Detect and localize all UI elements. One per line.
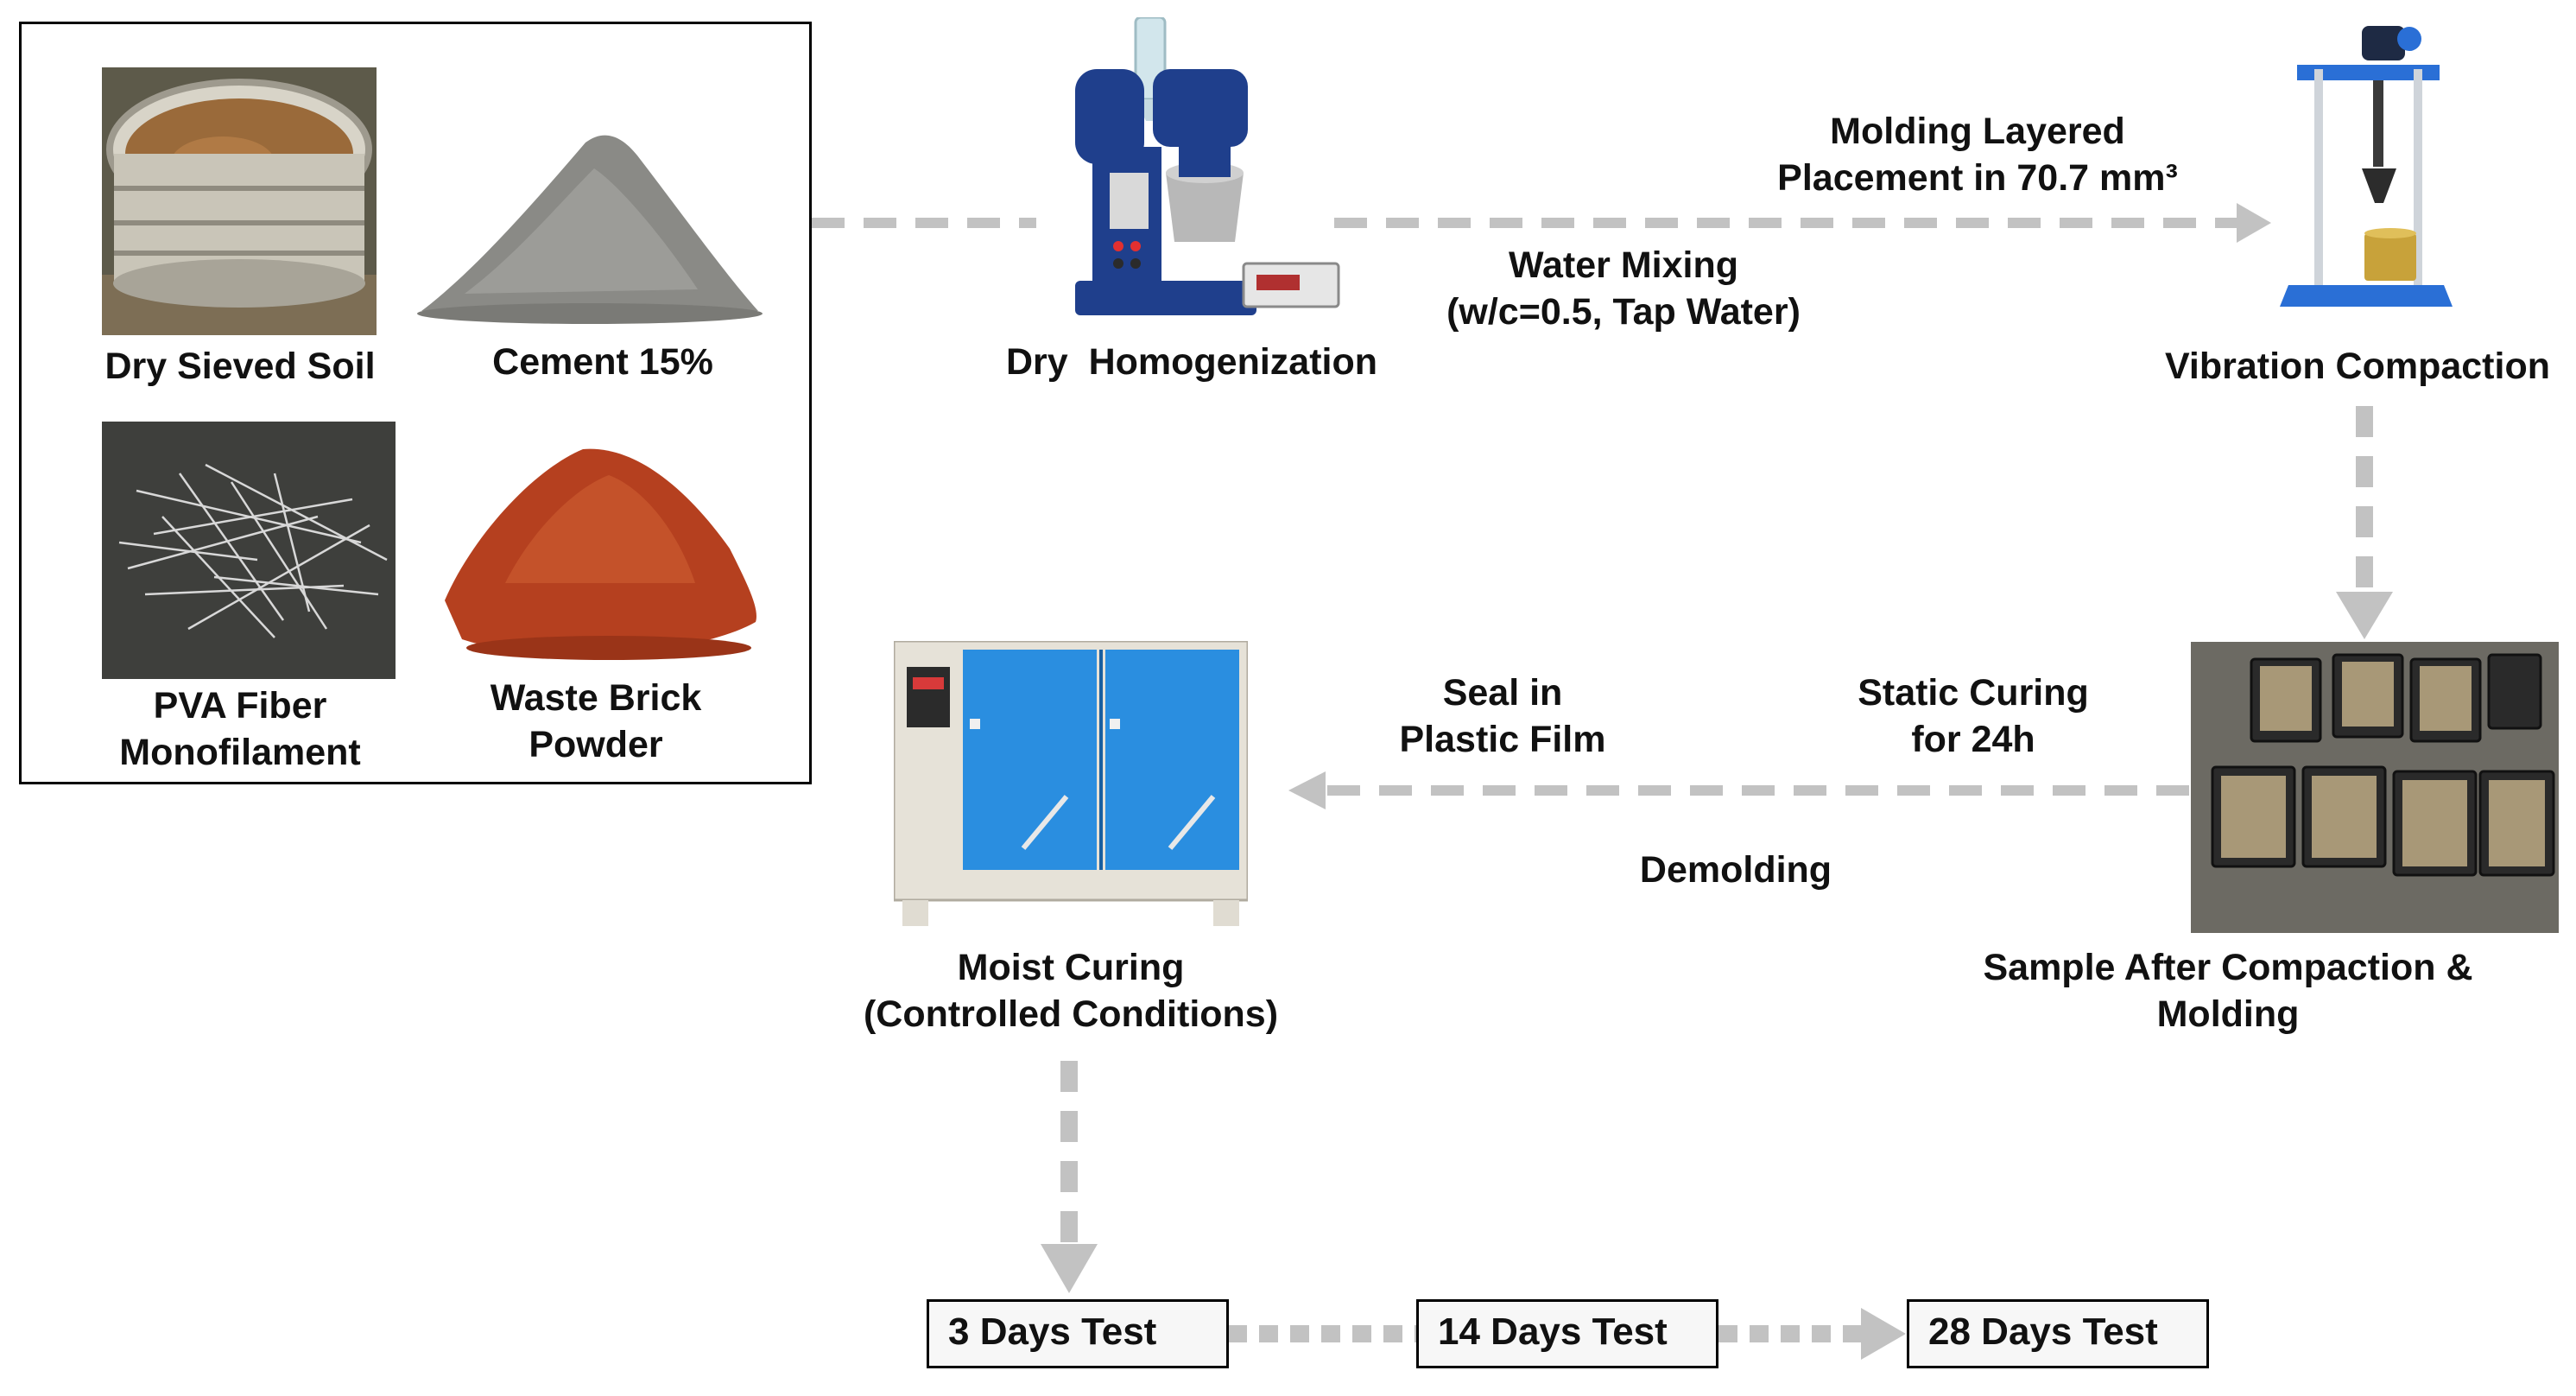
test-3-days: 3 Days Test xyxy=(927,1299,1229,1368)
seal-line1: Seal in xyxy=(1442,672,1563,714)
moist-curing-line1: Moist Curing xyxy=(957,947,1185,988)
vibration-compaction-label: Vibration Compaction xyxy=(2165,346,2550,387)
moist-curing-line2: (Controlled Conditions) xyxy=(863,993,1279,1035)
demolding-label: Demolding xyxy=(1639,849,1832,891)
cement-icon xyxy=(413,108,767,328)
arrowhead-compactor xyxy=(2237,203,2271,243)
brick-label-line2: Powder xyxy=(528,724,663,765)
cement-label: Cement 15% xyxy=(492,341,713,383)
sample-label-line1: Sample After Compaction & xyxy=(1983,947,2473,988)
dry-homogenization-label: Dry Homogenization xyxy=(1005,341,1378,383)
fiber-label-line1: PVA Fiber xyxy=(153,685,327,727)
fiber-icon xyxy=(102,422,396,679)
test-14-days: 14 Days Test xyxy=(1416,1299,1718,1368)
test-28-days: 28 Days Test xyxy=(1907,1299,2209,1368)
water-mixing-line2: (w/c=0.5, Tap Water) xyxy=(1446,291,1801,333)
arrowhead-tests xyxy=(1041,1244,1098,1293)
static-curing-line1: Static Curing xyxy=(1858,672,2089,714)
compactor-icon xyxy=(2280,17,2453,324)
fiber-label-line2: Monofilament xyxy=(119,732,361,773)
arrowhead-samples xyxy=(2336,592,2393,639)
sample-label-line2: Molding xyxy=(2156,993,2300,1035)
arrowhead-28day xyxy=(1861,1308,1906,1360)
soil-icon xyxy=(102,67,377,335)
mixer-icon xyxy=(1049,17,1347,328)
water-mixing-line1: Water Mixing xyxy=(1509,244,1738,286)
arrowhead-cabinet xyxy=(1288,771,1326,809)
samples-icon xyxy=(2191,642,2559,933)
brick-label-line1: Waste Brick xyxy=(490,677,702,719)
brick-powder-icon xyxy=(436,436,764,669)
seal-line2: Plastic Film xyxy=(1399,719,1606,760)
soil-label: Dry Sieved Soil xyxy=(104,346,376,387)
molding-line1: Molding Layered xyxy=(1830,111,2125,152)
cabinet-icon xyxy=(894,641,1248,930)
molding-line2: Placement in 70.7 mm³ xyxy=(1777,157,2178,199)
materials-box xyxy=(19,22,812,784)
static-curing-line2: for 24h xyxy=(1911,719,2035,760)
